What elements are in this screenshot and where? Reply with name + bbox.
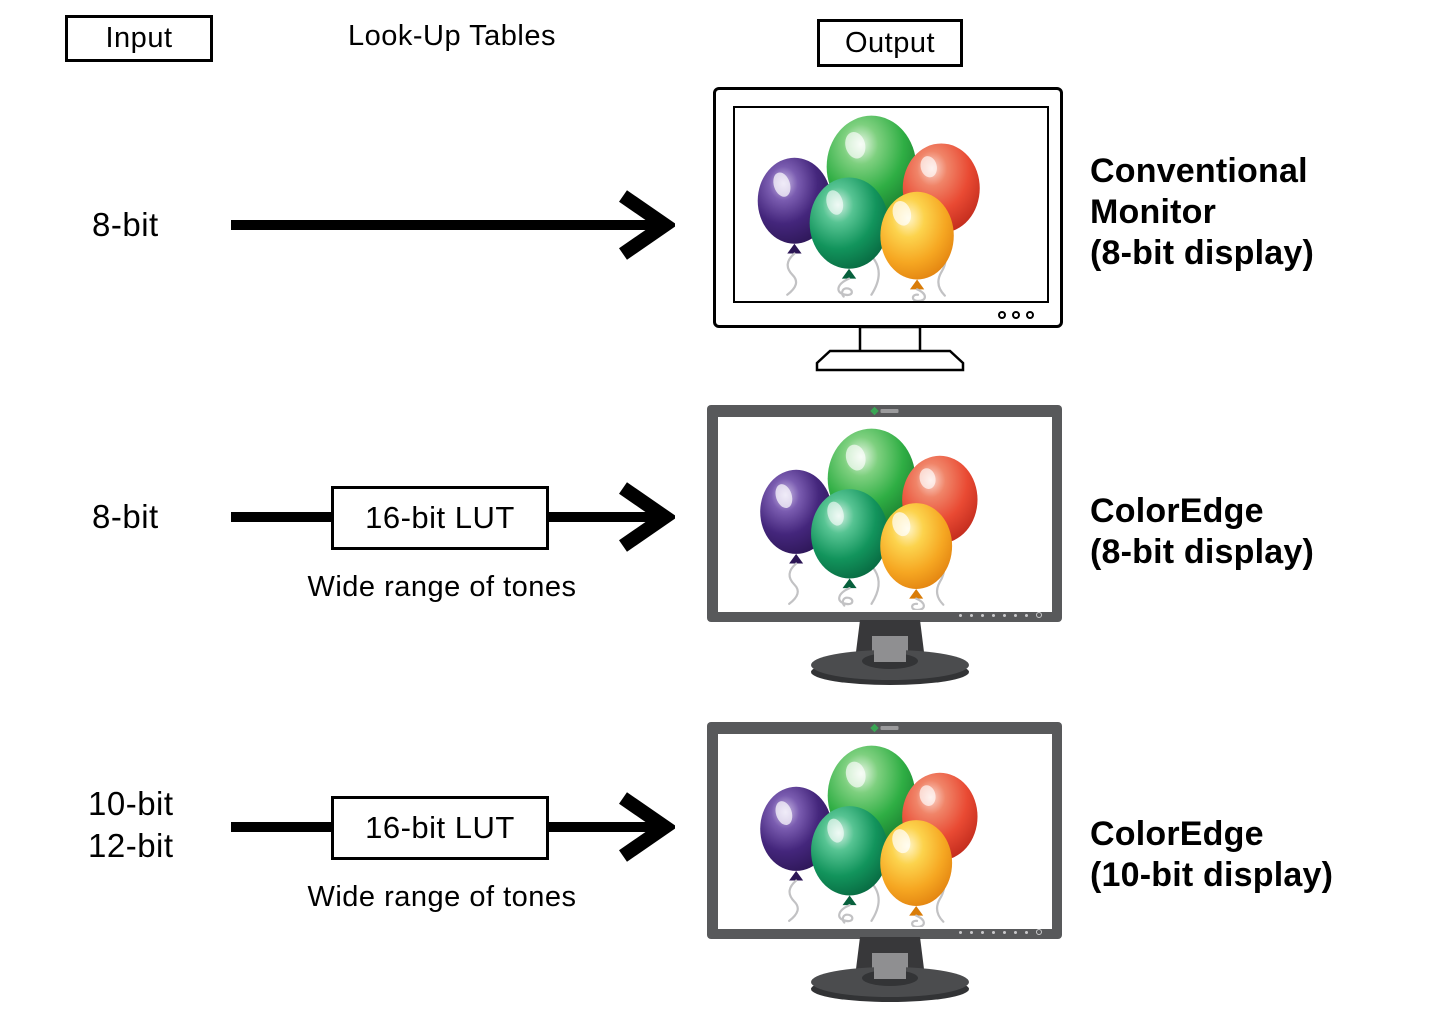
balloons-image (749, 113, 1001, 301)
right-arrow-icon (231, 190, 675, 260)
monitor-screen (718, 417, 1052, 612)
balloons-image (742, 743, 1008, 927)
eizo-logo-icon (869, 723, 898, 733)
row2-lut-box: 16-bit LUT (331, 486, 549, 550)
monitor-stand (811, 620, 969, 685)
monitor-bezel (707, 405, 1062, 622)
input-line: 12-bit (88, 827, 174, 864)
input-header-label: Input (105, 22, 173, 54)
row3-lut-box: 16-bit LUT (331, 796, 549, 860)
row2-lut-note: Wide range of tones (307, 571, 577, 603)
row2-input-label: 8-bit (92, 498, 159, 535)
caption-line: (8-bit display) (1090, 533, 1315, 571)
lut-heading: Look-Up Tables (348, 20, 556, 52)
monitor-bezel (707, 722, 1062, 939)
caption-line: Conventional (1090, 152, 1308, 190)
input-header-box: Input (65, 15, 213, 62)
row2-caption: ColorEdge (8-bit display) (1090, 491, 1314, 573)
control-dots-icon (959, 612, 1042, 618)
output-header-label: Output (844, 26, 936, 59)
monitor-screen (718, 734, 1052, 929)
caption-line: ColorEdge (1090, 815, 1264, 853)
row3-input-label: 10-bit 12-bit (88, 783, 174, 867)
eizo-logo-icon (869, 406, 898, 416)
conventional-monitor (713, 87, 1063, 372)
coloredge-monitor (707, 722, 1062, 1010)
caption-line: Monitor (1090, 193, 1217, 231)
balloons-image (742, 426, 1008, 610)
row1-input-label: 8-bit (92, 206, 159, 243)
coloredge-monitor (707, 405, 1062, 695)
input-line: 10-bit (88, 785, 174, 822)
row3-caption: ColorEdge (10-bit display) (1090, 814, 1333, 896)
row1-caption: Conventional Monitor (8-bit display) (1090, 151, 1314, 274)
monitor-screen (733, 106, 1049, 303)
monitor-stand (815, 325, 965, 372)
lut-box-label: 16-bit LUT (365, 810, 515, 845)
caption-line: ColorEdge (1090, 492, 1264, 530)
monitor-stand (811, 937, 969, 1002)
control-dots-icon (959, 929, 1042, 935)
row3-lut-note: Wide range of tones (307, 881, 577, 913)
output-header-box: Output (817, 19, 963, 67)
lut-box-label: 16-bit LUT (365, 500, 515, 535)
caption-line: (10-bit display) (1090, 856, 1334, 894)
caption-line: (8-bit display) (1090, 234, 1315, 272)
control-dots-icon (998, 311, 1034, 319)
monitor-bezel (713, 87, 1063, 328)
